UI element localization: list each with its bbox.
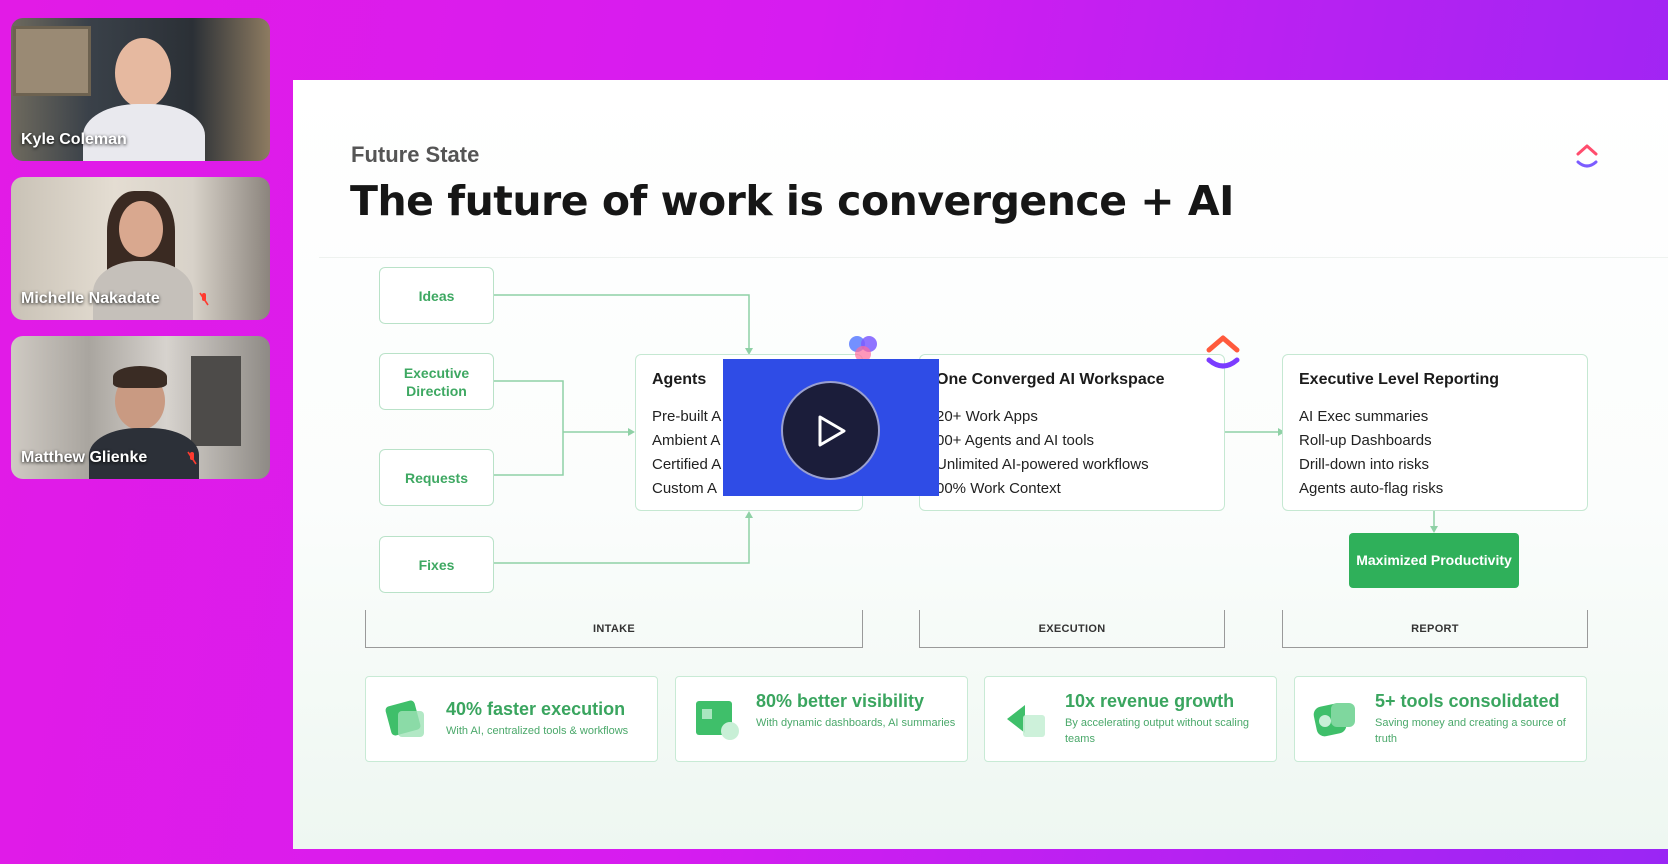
maximized-productivity-badge: Maximized Productivity [1349, 533, 1519, 588]
flow-connectors [494, 294, 1438, 564]
intake-requests: Requests [379, 449, 494, 506]
participant-tile-matthew[interactable]: Matthew Glienke [11, 336, 270, 479]
workspace-card: One Converged AI Workspace 20+ Work Apps… [919, 354, 1225, 511]
ai-sparkle-icon [849, 336, 877, 362]
stat-title: 40% faster execution [446, 699, 626, 719]
card-list: Pre-built A Ambient A Certified A Custom… [652, 405, 721, 501]
participant-name: Kyle Coleman [21, 131, 127, 148]
participant-name: Matthew Glienke [21, 449, 148, 466]
list-item: Certified A [652, 456, 722, 473]
card-title: One Converged AI Workspace [936, 371, 1165, 388]
person-face [119, 201, 163, 257]
list-item: 20+ Work Apps [936, 408, 1038, 425]
growth-icon [1007, 705, 1045, 737]
stat-description: By accelerating output without scaling t… [1065, 717, 1250, 745]
slide-title: The future of work is convergence + AI [350, 177, 1234, 225]
slide-divider [319, 257, 1668, 258]
stat-title: 80% better visibility [756, 691, 925, 711]
stat-description: With AI, centralized tools & workflows [446, 725, 629, 737]
stat-description: With dynamic dashboards, AI summaries [756, 717, 956, 729]
play-icon [818, 415, 845, 446]
person-body [83, 104, 205, 161]
speed-icon [385, 700, 424, 737]
wall-painting [13, 26, 91, 96]
list-item: Custom A [652, 480, 718, 497]
person-hair [113, 366, 167, 388]
intake-ideas: Ideas [379, 267, 494, 324]
stat-card-revenue: 10x revenue growth By accelerating outpu… [984, 676, 1277, 762]
mic-muted-icon [187, 451, 197, 465]
list-item: 00% Work Context [936, 480, 1061, 497]
participant-tile-kyle[interactable]: Kyle Coleman [11, 18, 270, 161]
stat-card-execution: 40% faster execution With AI, centralize… [365, 676, 658, 762]
background-chair [191, 356, 241, 446]
person-body [89, 428, 199, 479]
person-body [93, 261, 193, 320]
list-item: Pre-built A [652, 408, 722, 425]
video-play-overlay[interactable] [723, 359, 939, 496]
list-item: AI Exec summaries [1299, 408, 1429, 425]
clickup-logo-icon [1206, 335, 1240, 369]
reporting-card: Executive Level Reporting AI Exec summar… [1282, 354, 1588, 511]
phase-intake: INTAKE [365, 610, 863, 648]
stat-title: 10x revenue growth [1065, 691, 1235, 711]
phase-execution: EXECUTION [919, 610, 1225, 648]
stat-card-visibility: 80% better visibility With dynamic dashb… [675, 676, 968, 762]
phase-report: REPORT [1282, 610, 1588, 648]
participant-tile-michelle[interactable]: Michelle Nakadate [11, 177, 270, 320]
clickup-logo-icon [1576, 144, 1598, 168]
mic-muted-icon [199, 292, 209, 306]
list-item: Drill-down into risks [1299, 456, 1430, 473]
list-item: 00+ Agents and AI tools [936, 432, 1095, 449]
participant-name: Michelle Nakadate [21, 290, 160, 307]
card-list: AI Exec summaries Roll-up Dashboards Dri… [1299, 405, 1443, 501]
video-feed [11, 177, 270, 320]
intake-fixes: Fixes [379, 536, 494, 593]
dashboard-icon [696, 701, 739, 740]
shared-slide: Future State The future of work is conve… [293, 80, 1668, 849]
list-item: Roll-up Dashboards [1299, 432, 1432, 449]
slide-eyebrow: Future State [351, 142, 480, 167]
list-item: Ambient A [652, 432, 721, 449]
tools-icon [1313, 703, 1355, 737]
intake-executive-direction: Executive Direction [379, 353, 494, 410]
play-button[interactable] [781, 381, 880, 480]
stat-description: Saving money and creating a source of tr… [1375, 717, 1566, 745]
card-title: Executive Level Reporting [1299, 371, 1500, 388]
stat-title: 5+ tools consolidated [1375, 691, 1560, 711]
video-feed [11, 336, 270, 479]
person-head [115, 38, 171, 108]
stat-card-tools: 5+ tools consolidated Saving money and c… [1294, 676, 1587, 762]
video-feed [11, 18, 270, 161]
card-list: 20+ Work Apps 00+ Agents and AI tools Un… [936, 405, 1149, 501]
list-item: Unlimited AI-powered workflows [936, 456, 1149, 473]
card-title: Agents [652, 371, 707, 388]
list-item: Agents auto-flag risks [1299, 480, 1444, 497]
